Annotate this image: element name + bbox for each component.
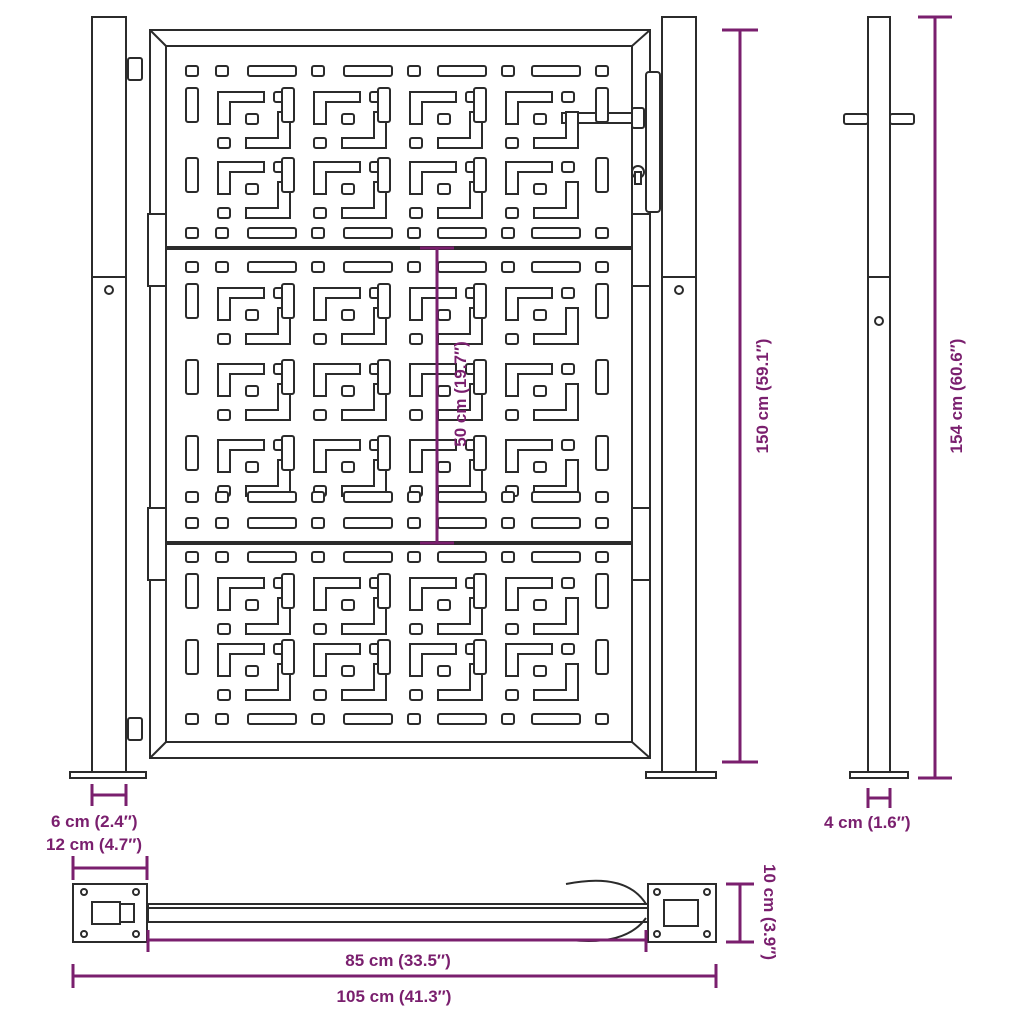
panel-height-label: 50 cm (19.7″) (451, 341, 470, 446)
total-height-label: 154 cm (60.6″) (947, 339, 966, 454)
side-post-width-dim-line (866, 788, 892, 808)
post-width-dim-line (90, 784, 128, 806)
gate-pattern (185, 65, 609, 725)
base-plate-width-label: 12 cm (4.7″) (46, 835, 142, 854)
plate-depth-label: 10 cm (3.9″) (760, 864, 779, 960)
total-width-label: 105 cm (41.3″) (337, 987, 452, 1006)
left-post (69, 16, 147, 779)
total-width-dim-line (71, 964, 718, 988)
right-post (645, 16, 717, 779)
side-post-width-label: 4 cm (1.6″) (824, 813, 911, 832)
plate-depth-dim-line (726, 882, 754, 944)
gate-frame (147, 29, 651, 759)
opening-width-label: 85 cm (33.5″) (345, 951, 450, 970)
total-height-dim-line (918, 15, 952, 780)
opening-width-dim-line (146, 930, 648, 952)
post-width-label: 6 cm (2.4″) (51, 812, 138, 831)
top-view (72, 879, 717, 943)
base-plate-width-dim-line (71, 856, 149, 880)
gate-height-dim-line (722, 28, 758, 764)
side-view-post (843, 16, 915, 779)
gate-height-label: 150 cm (59.1″) (753, 339, 772, 454)
panel-height-dim-line (420, 246, 454, 545)
